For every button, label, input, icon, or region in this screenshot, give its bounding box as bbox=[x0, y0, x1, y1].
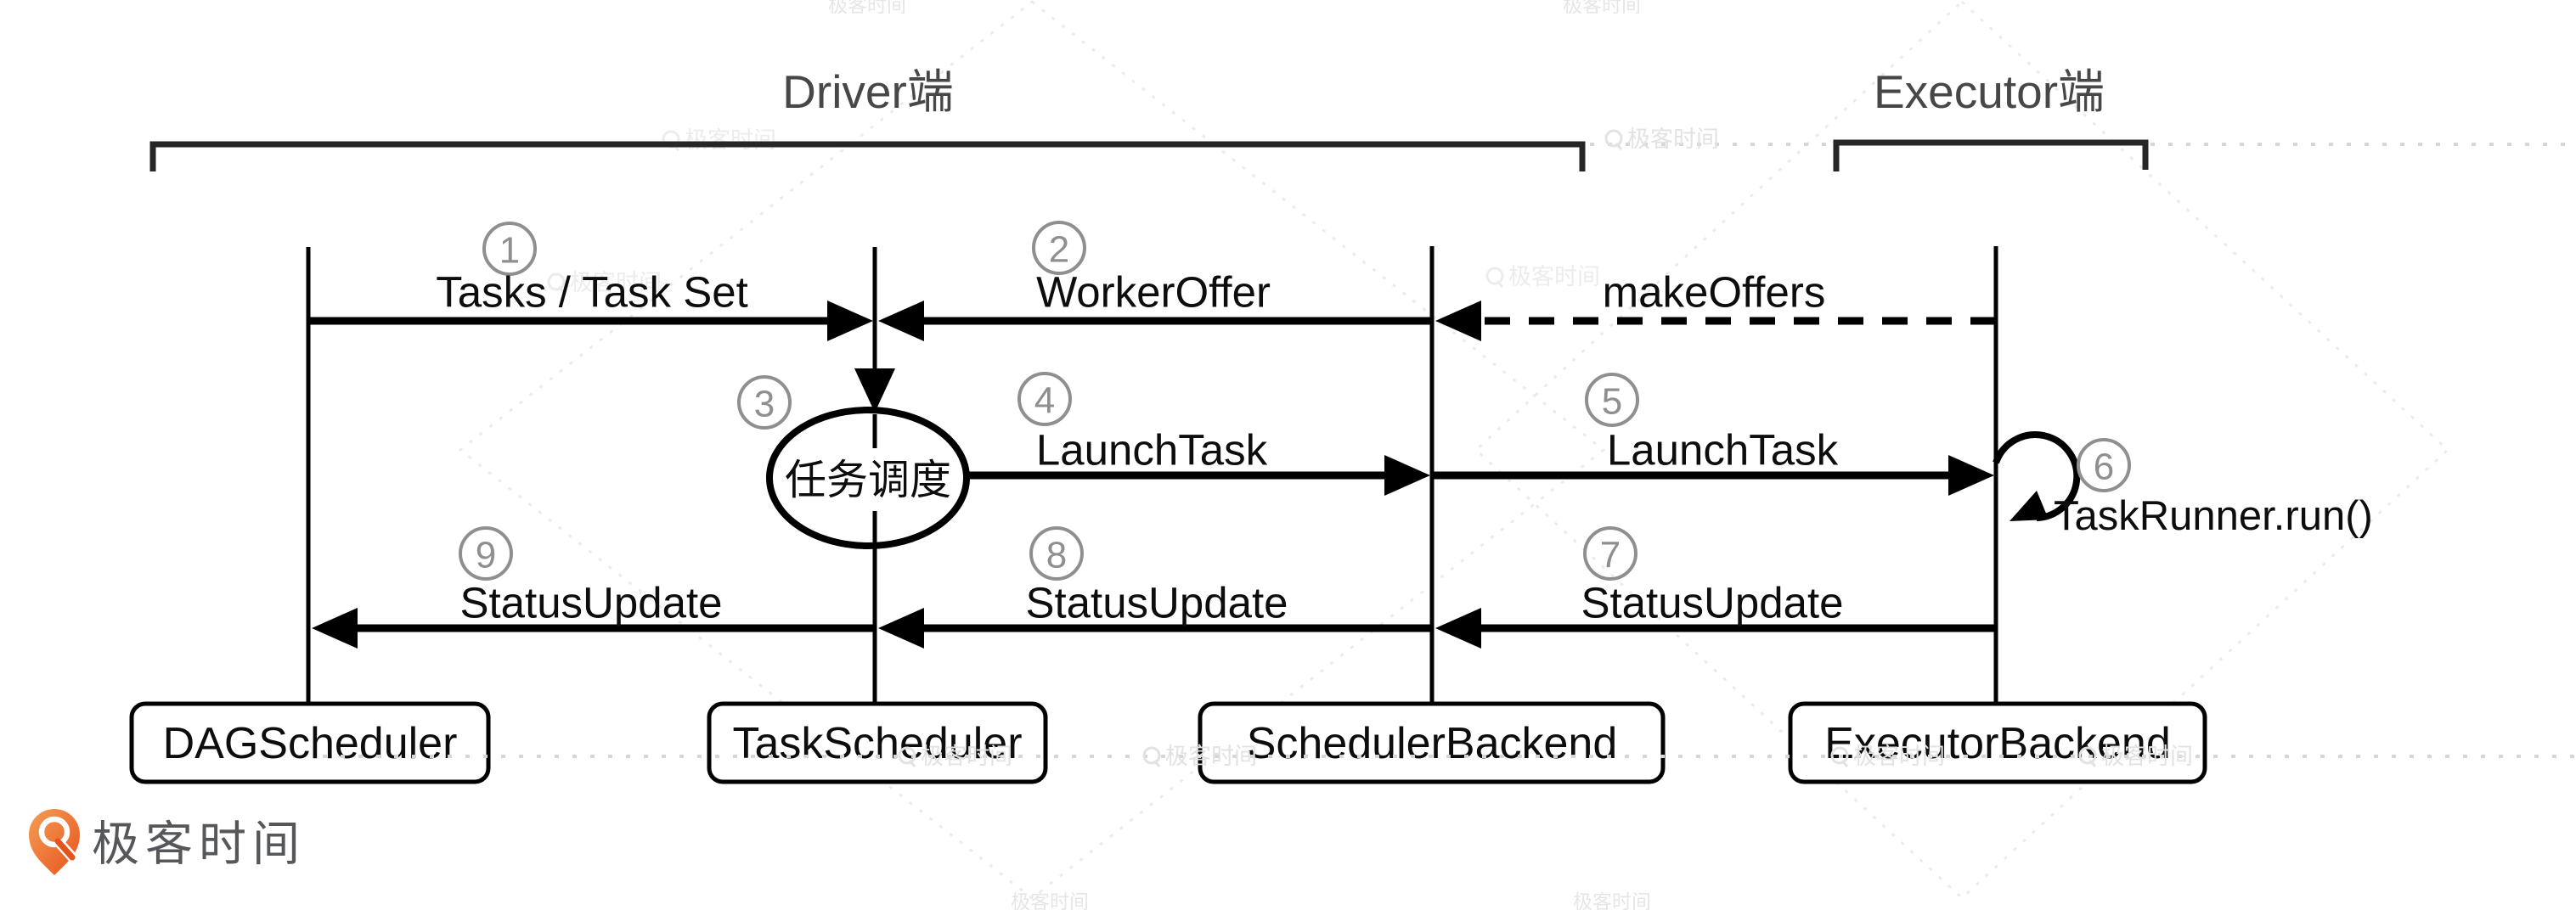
watermark-stamp: 极客时间 bbox=[2078, 744, 2193, 769]
arrowhead-right-icon bbox=[1948, 455, 1994, 496]
step-badge-2: 2 bbox=[1032, 221, 1086, 275]
watermark-text: 极客时间 bbox=[1165, 744, 1257, 769]
node-schedulerbackend: SchedulerBackend bbox=[1198, 701, 1666, 784]
node-label: TaskScheduler bbox=[732, 719, 1022, 768]
message-label-launch-task-4: LaunchTask bbox=[1036, 426, 1268, 475]
message-label-worker-offer: WorkerOffer bbox=[1036, 268, 1271, 317]
step-number: 3 bbox=[754, 384, 775, 425]
step-badge-1: 1 bbox=[482, 222, 537, 276]
step-circle-icon bbox=[1583, 526, 1637, 581]
arrowhead-loop-icon bbox=[2010, 491, 2049, 521]
watermark-text: 极客时间 bbox=[828, 0, 906, 16]
node-label: SchedulerBackend bbox=[1247, 719, 1618, 768]
watermark-stamp: 极客时间 bbox=[662, 127, 776, 153]
message-label-status-update-9: StatusUpdate bbox=[459, 579, 722, 627]
step-number: 1 bbox=[499, 230, 520, 272]
message-label-taskrunner-run: TaskRunner.run() bbox=[2054, 493, 2373, 539]
step-circle-icon bbox=[737, 375, 792, 430]
arrowhead-left-icon bbox=[1435, 301, 1481, 341]
node-box bbox=[129, 701, 491, 784]
step-number: 5 bbox=[1602, 381, 1622, 423]
message-label-status-update-8: StatusUpdate bbox=[1025, 579, 1288, 627]
step-circle-icon bbox=[1017, 372, 1072, 426]
node-box bbox=[1788, 701, 2207, 784]
node-executorbackend: ExecutorBackend bbox=[1788, 701, 2207, 784]
watermark-text: 极客时间 bbox=[1573, 890, 1651, 910]
watermark-text: 极客时间 bbox=[921, 744, 1012, 769]
step-circle-icon bbox=[1585, 373, 1639, 427]
arrowhead-left-icon bbox=[312, 608, 358, 649]
watermark-stamp: 极客时间 bbox=[547, 270, 662, 295]
message-label-launch-task-5: LaunchTask bbox=[1607, 426, 1839, 475]
arrowhead-left-icon bbox=[878, 301, 924, 341]
geektime-logo: 极客时间 bbox=[29, 809, 306, 875]
geektime-logo-text: 极客时间 bbox=[92, 817, 306, 871]
geektime-ring-icon bbox=[38, 816, 70, 848]
node-label: ExecutorBackend bbox=[1824, 719, 2171, 768]
step-number: 7 bbox=[1600, 535, 1621, 576]
watermark-text: 极客时间 bbox=[1563, 0, 1641, 16]
task-scheduling-label: 任务调度 bbox=[785, 458, 951, 503]
watermark-stamp: 极客时间 bbox=[1485, 264, 1600, 289]
node-label: DAGScheduler bbox=[163, 719, 458, 768]
node-box bbox=[1198, 701, 1666, 784]
step-badge-5: 5 bbox=[1585, 373, 1639, 427]
driver-region-label: Driver端 bbox=[782, 65, 954, 118]
watermark-text: 极客时间 bbox=[2101, 744, 2193, 769]
watermark-stamp: 极客时间 bbox=[1142, 744, 1257, 769]
watermark-stamp: 极客时间 bbox=[1830, 744, 1945, 769]
step-circle-icon bbox=[2077, 438, 2131, 492]
self-loop-arrow-icon bbox=[1993, 431, 2081, 521]
watermark-text: 极客时间 bbox=[685, 127, 776, 153]
watermark-diamond-pattern bbox=[458, 0, 2450, 901]
geektime-tail-icon bbox=[54, 838, 76, 861]
step-circle-icon bbox=[459, 526, 513, 581]
step-number: 8 bbox=[1046, 535, 1067, 576]
watermark-text: 极客时间 bbox=[1508, 264, 1600, 289]
node-box bbox=[707, 701, 1048, 784]
step-badge-3: 3 bbox=[737, 375, 792, 430]
step-badge-4: 4 bbox=[1017, 372, 1072, 426]
node-taskscheduler: TaskScheduler bbox=[707, 701, 1048, 784]
step-badge-7: 7 bbox=[1583, 526, 1637, 581]
arrowhead-left-icon bbox=[1435, 608, 1481, 649]
step-badge-6: 6 bbox=[2077, 438, 2131, 492]
executor-bracket bbox=[1833, 139, 2149, 171]
step-badge-8: 8 bbox=[1029, 526, 1084, 581]
watermark-text: 极客时间 bbox=[570, 270, 662, 295]
step-number: 9 bbox=[476, 535, 496, 576]
watermark-stamp: 极客时间 bbox=[1604, 126, 1719, 152]
message-label-tasks-task-set: Tasks / Task Set bbox=[436, 268, 748, 317]
step-badge-9: 9 bbox=[459, 526, 513, 581]
node-dagscheduler: DAGScheduler bbox=[129, 701, 491, 784]
message-label-make-offers: makeOffers bbox=[1603, 268, 1826, 317]
step-circle-icon bbox=[482, 222, 537, 276]
step-number: 2 bbox=[1049, 229, 1069, 271]
step-number: 4 bbox=[1034, 380, 1055, 422]
watermark-text: 极客时间 bbox=[1627, 126, 1719, 152]
step-circle-icon bbox=[1032, 221, 1086, 275]
driver-bracket bbox=[149, 141, 1586, 171]
step-number: 6 bbox=[2094, 447, 2114, 488]
watermark-stamp: 极客时间 bbox=[898, 744, 1012, 769]
executor-region-label: Executor端 bbox=[1874, 65, 2105, 118]
arrowhead-right-icon bbox=[827, 301, 873, 341]
watermark-text: 极客时间 bbox=[1011, 890, 1089, 910]
arrowhead-left-icon bbox=[878, 608, 924, 649]
message-label-status-update-7: StatusUpdate bbox=[1581, 579, 1843, 627]
arrowhead-right-icon bbox=[1384, 455, 1430, 496]
arrowhead-down-icon bbox=[854, 368, 895, 413]
step-circle-icon bbox=[1029, 526, 1084, 581]
watermark-text: 极客时间 bbox=[1853, 744, 1945, 769]
